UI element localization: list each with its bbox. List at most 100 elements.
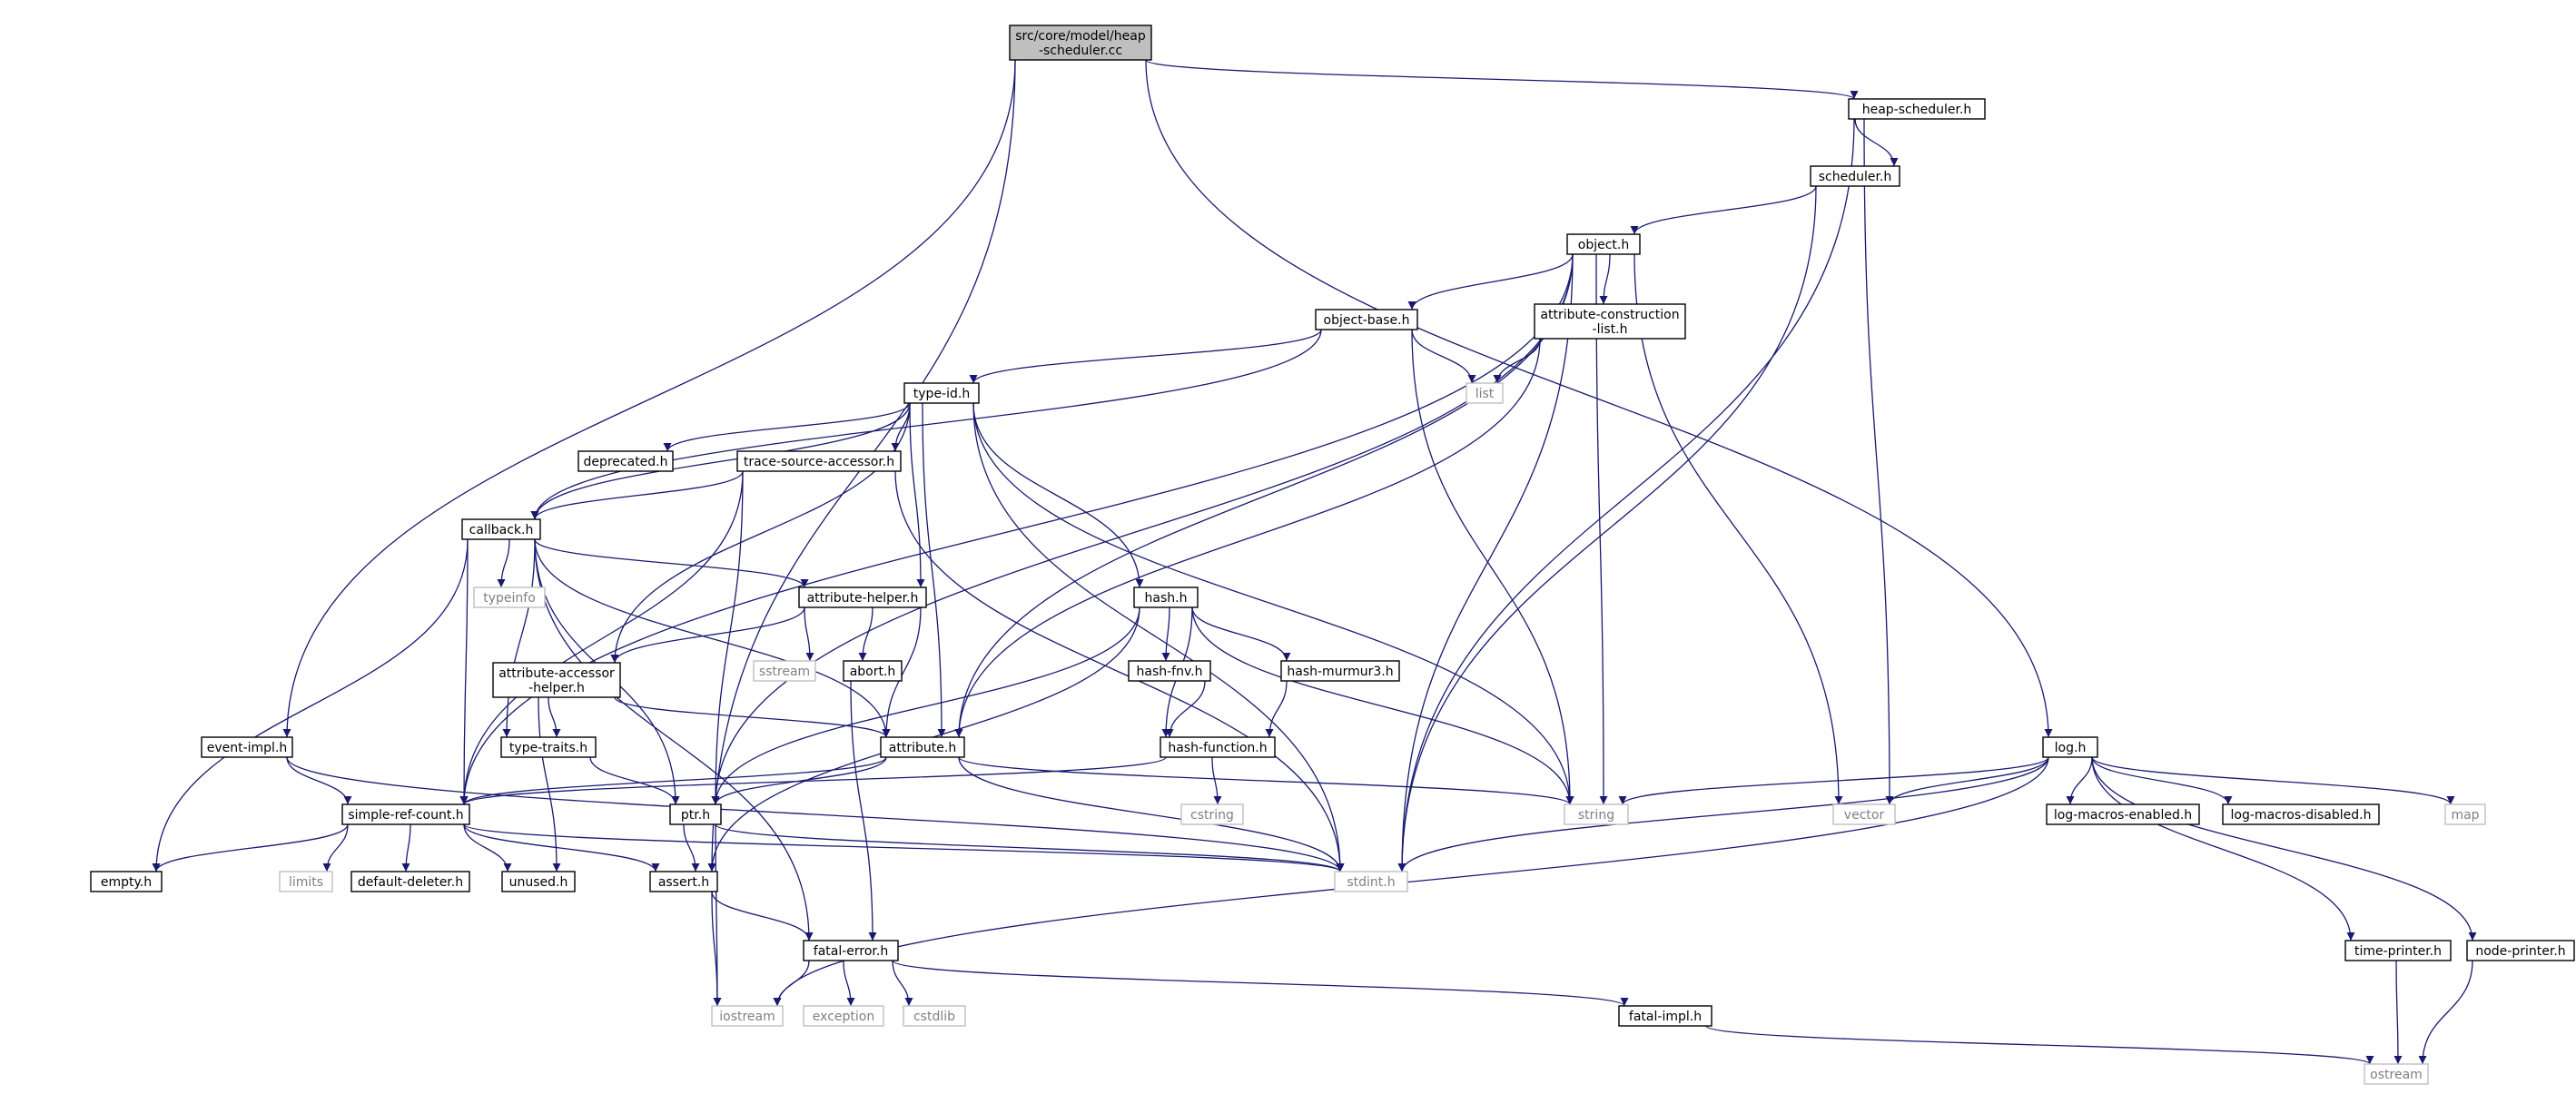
node-hash-fnv-h[interactable]: hash-fnv.h xyxy=(1128,660,1211,682)
edge-time-printer-h-to-ostream xyxy=(2393,960,2403,1065)
node-limits: limits xyxy=(279,871,333,892)
node-simple-ref-count-h[interactable]: simple-ref-count.h xyxy=(341,803,470,825)
edge-attribute-h-to-ptr-h xyxy=(711,756,887,805)
node-hash-murmur3-h[interactable]: hash-murmur3.h xyxy=(1280,660,1400,682)
edge-line xyxy=(2091,756,2455,805)
edge-log-h-to-string xyxy=(1618,756,2049,805)
node-time-printer-h[interactable]: time-printer.h xyxy=(2344,940,2452,961)
node-trace-source-accessor-h[interactable]: trace-source-accessor.h xyxy=(736,450,902,472)
edge-type-id-h-to-attribute-h xyxy=(922,402,946,738)
node-box xyxy=(1280,660,1400,682)
edge-line xyxy=(1633,253,1843,805)
node-attr-accessor-helper-h[interactable]: attribute-accessor-helper.h xyxy=(492,662,621,698)
node-box xyxy=(1315,309,1418,330)
edge-line xyxy=(958,756,1345,872)
node-box xyxy=(2222,803,2380,825)
node-object-h[interactable]: object.h xyxy=(1566,233,1641,255)
edge-log-h-to-vector xyxy=(1885,756,2049,805)
edge-line xyxy=(972,402,1574,805)
node-object-base-h[interactable]: object-base.h xyxy=(1315,309,1418,330)
edge-line xyxy=(463,823,660,872)
edge-line xyxy=(534,538,809,588)
edge-log-h-to-log-macros-enabled-h xyxy=(2066,756,2093,805)
node-log-h[interactable]: log.h xyxy=(2042,736,2098,758)
edge-line xyxy=(713,823,722,1007)
node-label: src/core/model/heap xyxy=(1015,29,1146,44)
node-label: type-id.h xyxy=(913,387,970,401)
edge-callback-h-to-attribute-helper-h xyxy=(534,538,809,588)
node-abort-h[interactable]: abort.h xyxy=(843,660,903,682)
node-label: typeinfo xyxy=(483,591,536,606)
node-log-macros-enabled-h[interactable]: log-macros-enabled.h xyxy=(2046,803,2200,825)
edge-line xyxy=(804,606,814,662)
node-hash-h[interactable]: hash.h xyxy=(1133,586,1199,608)
node-type-traits-h[interactable]: type-traits.h xyxy=(500,736,597,758)
node-root[interactable]: src/core/model/heap-scheduler.cc xyxy=(1009,25,1152,61)
edge-line xyxy=(530,329,1322,520)
edge-line xyxy=(502,538,536,738)
node-ptr-h[interactable]: ptr.h xyxy=(669,803,722,825)
edge-line xyxy=(614,696,891,738)
node-box xyxy=(2344,940,2452,961)
node-deprecated-h[interactable]: deprecated.h xyxy=(577,450,674,472)
node-label: fatal-error.h xyxy=(814,944,888,959)
edge-object-base-h-to-callback-h xyxy=(530,329,1322,520)
node-unused-h[interactable]: unused.h xyxy=(501,871,576,892)
edge-object-h-to-ptr-h xyxy=(711,253,1574,805)
node-box xyxy=(1848,98,1986,120)
node-label: cstring xyxy=(1190,808,1234,823)
node-label: deprecated.h xyxy=(583,455,667,469)
edge-line xyxy=(1397,185,1817,872)
edge-ptr-h-to-stdint-h xyxy=(715,823,1345,872)
edge-line xyxy=(459,756,887,805)
node-fatal-error-h[interactable]: fatal-error.h xyxy=(803,940,899,961)
node-box xyxy=(577,450,674,472)
edge-attr-constr-list-h-to-attribute-h xyxy=(954,338,1541,738)
edge-line xyxy=(1211,756,1222,805)
node-label: hash-fnv.h xyxy=(1137,665,1203,679)
node-attribute-h[interactable]: attribute.h xyxy=(880,736,965,758)
edge-line xyxy=(773,756,2049,1007)
edge-line xyxy=(1145,59,1859,100)
node-label: hash-function.h xyxy=(1168,741,1267,755)
node-heap-scheduler-h[interactable]: heap-scheduler.h xyxy=(1848,98,1986,120)
edge-line xyxy=(850,680,877,941)
edge-object-base-h-to-type-id-h xyxy=(969,329,1322,384)
edge-object-base-h-to-string xyxy=(1411,329,1574,805)
node-box xyxy=(500,736,597,758)
edge-heap-scheduler-h-to-stdint-h xyxy=(1397,118,1855,872)
node-assert-h[interactable]: assert.h xyxy=(649,871,718,892)
edge-attribute-h-to-simple-ref-count-h xyxy=(459,756,887,805)
node-default-deleter-h[interactable]: default-deleter.h xyxy=(350,871,470,892)
edge-hash-function-h-to-simple-ref-count-h xyxy=(459,756,1167,805)
node-empty-h[interactable]: empty.h xyxy=(90,871,163,892)
edge-object-h-to-object-base-h xyxy=(1407,253,1574,310)
node-box xyxy=(350,871,470,892)
node-attr-constr-list-h[interactable]: attribute-construction-list.h xyxy=(1534,303,1686,340)
node-label: string xyxy=(1578,808,1614,823)
node-label: object.h xyxy=(1578,238,1629,252)
node-type-id-h[interactable]: type-id.h xyxy=(903,382,980,404)
edge-hash-murmur3-h-to-hash-function-h xyxy=(1265,680,1288,738)
node-label: sstream xyxy=(759,665,810,679)
node-scheduler-h[interactable]: scheduler.h xyxy=(1810,165,1900,187)
node-callback-h[interactable]: callback.h xyxy=(461,518,541,540)
node-box xyxy=(903,382,980,404)
node-box xyxy=(1618,1005,1712,1027)
edge-attr-constr-list-h-to-list xyxy=(1493,338,1541,384)
node-label: unused.h xyxy=(509,875,568,890)
node-log-macros-disabled-h[interactable]: log-macros-disabled.h xyxy=(2222,803,2380,825)
node-box xyxy=(341,803,470,825)
node-hash-function-h[interactable]: hash-function.h xyxy=(1160,736,1276,758)
edge-log-h-to-stdint-h xyxy=(1397,756,2049,872)
edge-line xyxy=(892,960,1629,1007)
edge-hash-h-to-string xyxy=(1191,606,1574,805)
node-event-impl-h[interactable]: event-impl.h xyxy=(201,736,293,758)
node-label: exception xyxy=(813,1010,874,1024)
node-attribute-helper-h[interactable]: attribute-helper.h xyxy=(798,586,927,608)
node-node-printer-h[interactable]: node-printer.h xyxy=(2466,940,2575,961)
edge-line xyxy=(683,823,700,872)
edge-simple-ref-count-h-to-empty-h xyxy=(152,823,349,872)
node-label: hash.h xyxy=(1145,591,1188,606)
node-fatal-impl-h[interactable]: fatal-impl.h xyxy=(1618,1005,1712,1027)
